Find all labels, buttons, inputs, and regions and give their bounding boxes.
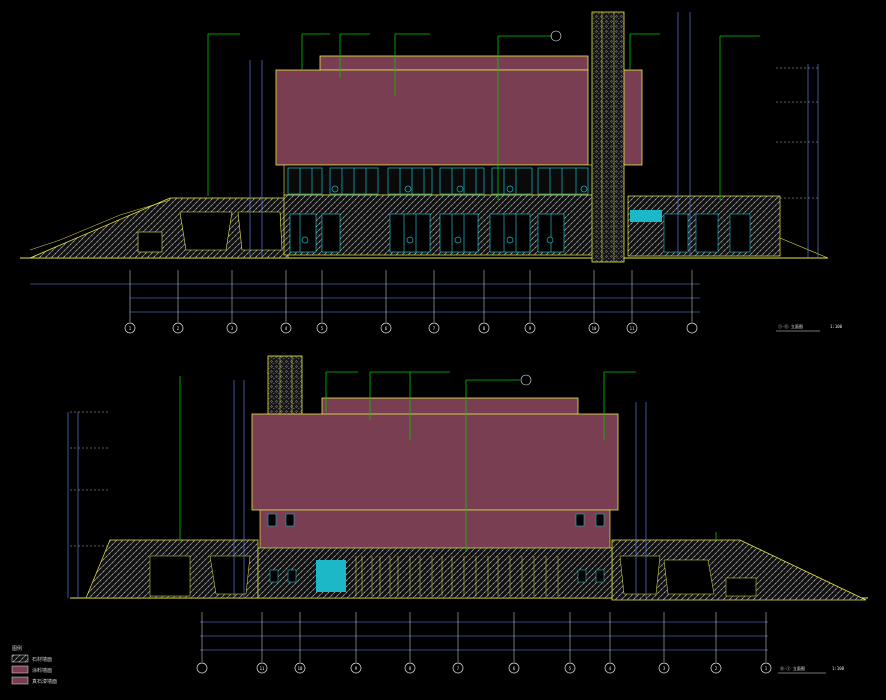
grid-bubble-label: 4 [609,666,612,671]
legend-item-label: 真石漆墙面 [32,678,57,685]
rear-upper-wall [251,413,619,511]
grid-bubble-label: 7 [433,326,436,331]
bottom-grid-bubbles [196,662,772,674]
grid-bubble-label: 7 [457,666,460,671]
legend-swatch-stone-paint [11,676,29,685]
bottom-elevation: 11 10 9 8 7 6 5 4 3 2 1 ⑪-① 立面图 1:100 [67,355,868,674]
grid-bubble-label: 8 [409,666,412,671]
grid-bubble-label: 9 [355,666,358,671]
grid-bubble-label: 10 [298,666,303,671]
top-elevation: 1 2 3 4 5 6 7 8 9 10 11 ①-⑪ 立面图 1:100 [20,11,843,334]
legend: 图例 石材墙面 涂料墙面 真石漆墙面 [11,645,57,685]
grid-bubble-label: 1 [129,326,132,331]
legend-swatch-wall [11,665,29,674]
grid-bubble-label: 9 [529,326,532,331]
legend-swatch-masonry [11,654,29,663]
top-leaders [207,33,760,200]
top-grid-bubbles [124,322,698,334]
bottom-elevation-scale: 1:100 [832,666,845,671]
ground-floor-doors [289,213,565,253]
grid-bubble-label: 2 [715,666,718,671]
bottom-leaders [179,371,717,552]
grid-bubble-label: 3 [231,326,234,331]
grid-bubble-label: 8 [483,326,486,331]
bottom-grid-lines [201,612,767,662]
grid-bubble-label: 10 [592,326,597,331]
chimney-tower-rear [267,355,303,417]
grid-bubble-label: 5 [569,666,572,671]
legend-title: 图例 [12,645,22,652]
grid-bubble-label: 11 [630,326,635,331]
grid-bubble-label: 6 [385,326,388,331]
chimney-tower [591,11,625,263]
grid-bubble-label: 1 [765,666,768,671]
rear-ground-floor [257,547,613,599]
top-grid-lines [129,270,693,322]
grid-bubble-label: 5 [321,326,324,331]
grid-bubble-label: 4 [285,326,288,331]
grid-bubble-label: 2 [177,326,180,331]
legend-item-label: 石材墙面 [32,656,52,663]
grid-bubble-label: 3 [663,666,666,671]
top-elevation-title: ①-⑪ 立面图 [778,323,803,329]
upper-hall-roof [319,55,589,71]
top-elevation-scale: 1:100 [830,324,843,329]
legend-item-label: 涂料墙面 [32,667,52,674]
grid-bubble-label: 6 [513,666,516,671]
upper-hall-wall [275,69,589,166]
loading-door [316,560,346,592]
grid-bubble-label: 11 [260,666,265,671]
bottom-elevation-title: ⑪-① 立面图 [780,665,805,671]
curtain-wall [287,167,589,195]
